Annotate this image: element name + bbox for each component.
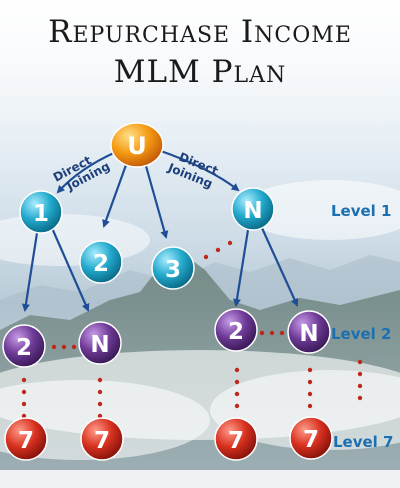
node-u-label: U [127, 132, 147, 160]
node-level1-3-label: 3 [165, 257, 181, 283]
level-2-label: Level 2 [331, 325, 392, 343]
node-level2-n-left-label: N [90, 332, 109, 358]
node-level1-2-label: 2 [93, 251, 109, 277]
node-level1-3: 3 [151, 246, 195, 290]
node-level2-2-right-label: 2 [228, 319, 244, 345]
node-level1-n: N [231, 187, 275, 231]
node-level1-1-label: 1 [33, 201, 49, 227]
edge-label-right: Direct Joining [165, 147, 224, 193]
edge-u-to-2 [102, 164, 128, 228]
node-level2-2-left-label: 2 [16, 335, 32, 361]
node-level2-n-left: N [78, 321, 122, 365]
node-level2-n-right-label: N [299, 321, 318, 347]
node-level1-n-label: N [243, 198, 262, 224]
node-level7-c-label: 7 [228, 428, 244, 454]
node-u: U [110, 122, 164, 168]
node-level7-a-label: 7 [18, 428, 34, 454]
node-level2-2-left: 2 [2, 324, 46, 368]
dotted-connectors [21, 240, 363, 419]
node-level7-a: 7 [4, 417, 48, 461]
node-level7-d-label: 7 [303, 427, 319, 453]
level-1-label: Level 1 [331, 202, 392, 220]
node-level7-b-label: 7 [94, 428, 110, 454]
title-line-1: Repurchase Income [48, 14, 352, 50]
edge-1-to-2 [21, 232, 39, 312]
edge-u-to-3 [144, 165, 169, 239]
node-level7-c: 7 [214, 417, 258, 461]
edge-1-to-n [50, 227, 90, 312]
node-level7-d: 7 [289, 416, 333, 460]
edge-u-to-n [157, 148, 240, 192]
edge-u-to-1 [56, 150, 117, 194]
node-level2-2-right: 2 [214, 308, 258, 352]
tree-edges [21, 148, 299, 312]
title-line-2: MLM Plan [113, 54, 287, 90]
level-7-label: Level 7 [333, 433, 394, 451]
node-level7-b: 7 [80, 417, 124, 461]
node-level1-1: 1 [19, 190, 63, 234]
node-level2-n-right: N [287, 310, 331, 354]
node-level1-2: 2 [79, 240, 123, 284]
edge-n-to-2 [232, 229, 250, 307]
edge-n-to-n [260, 227, 299, 307]
